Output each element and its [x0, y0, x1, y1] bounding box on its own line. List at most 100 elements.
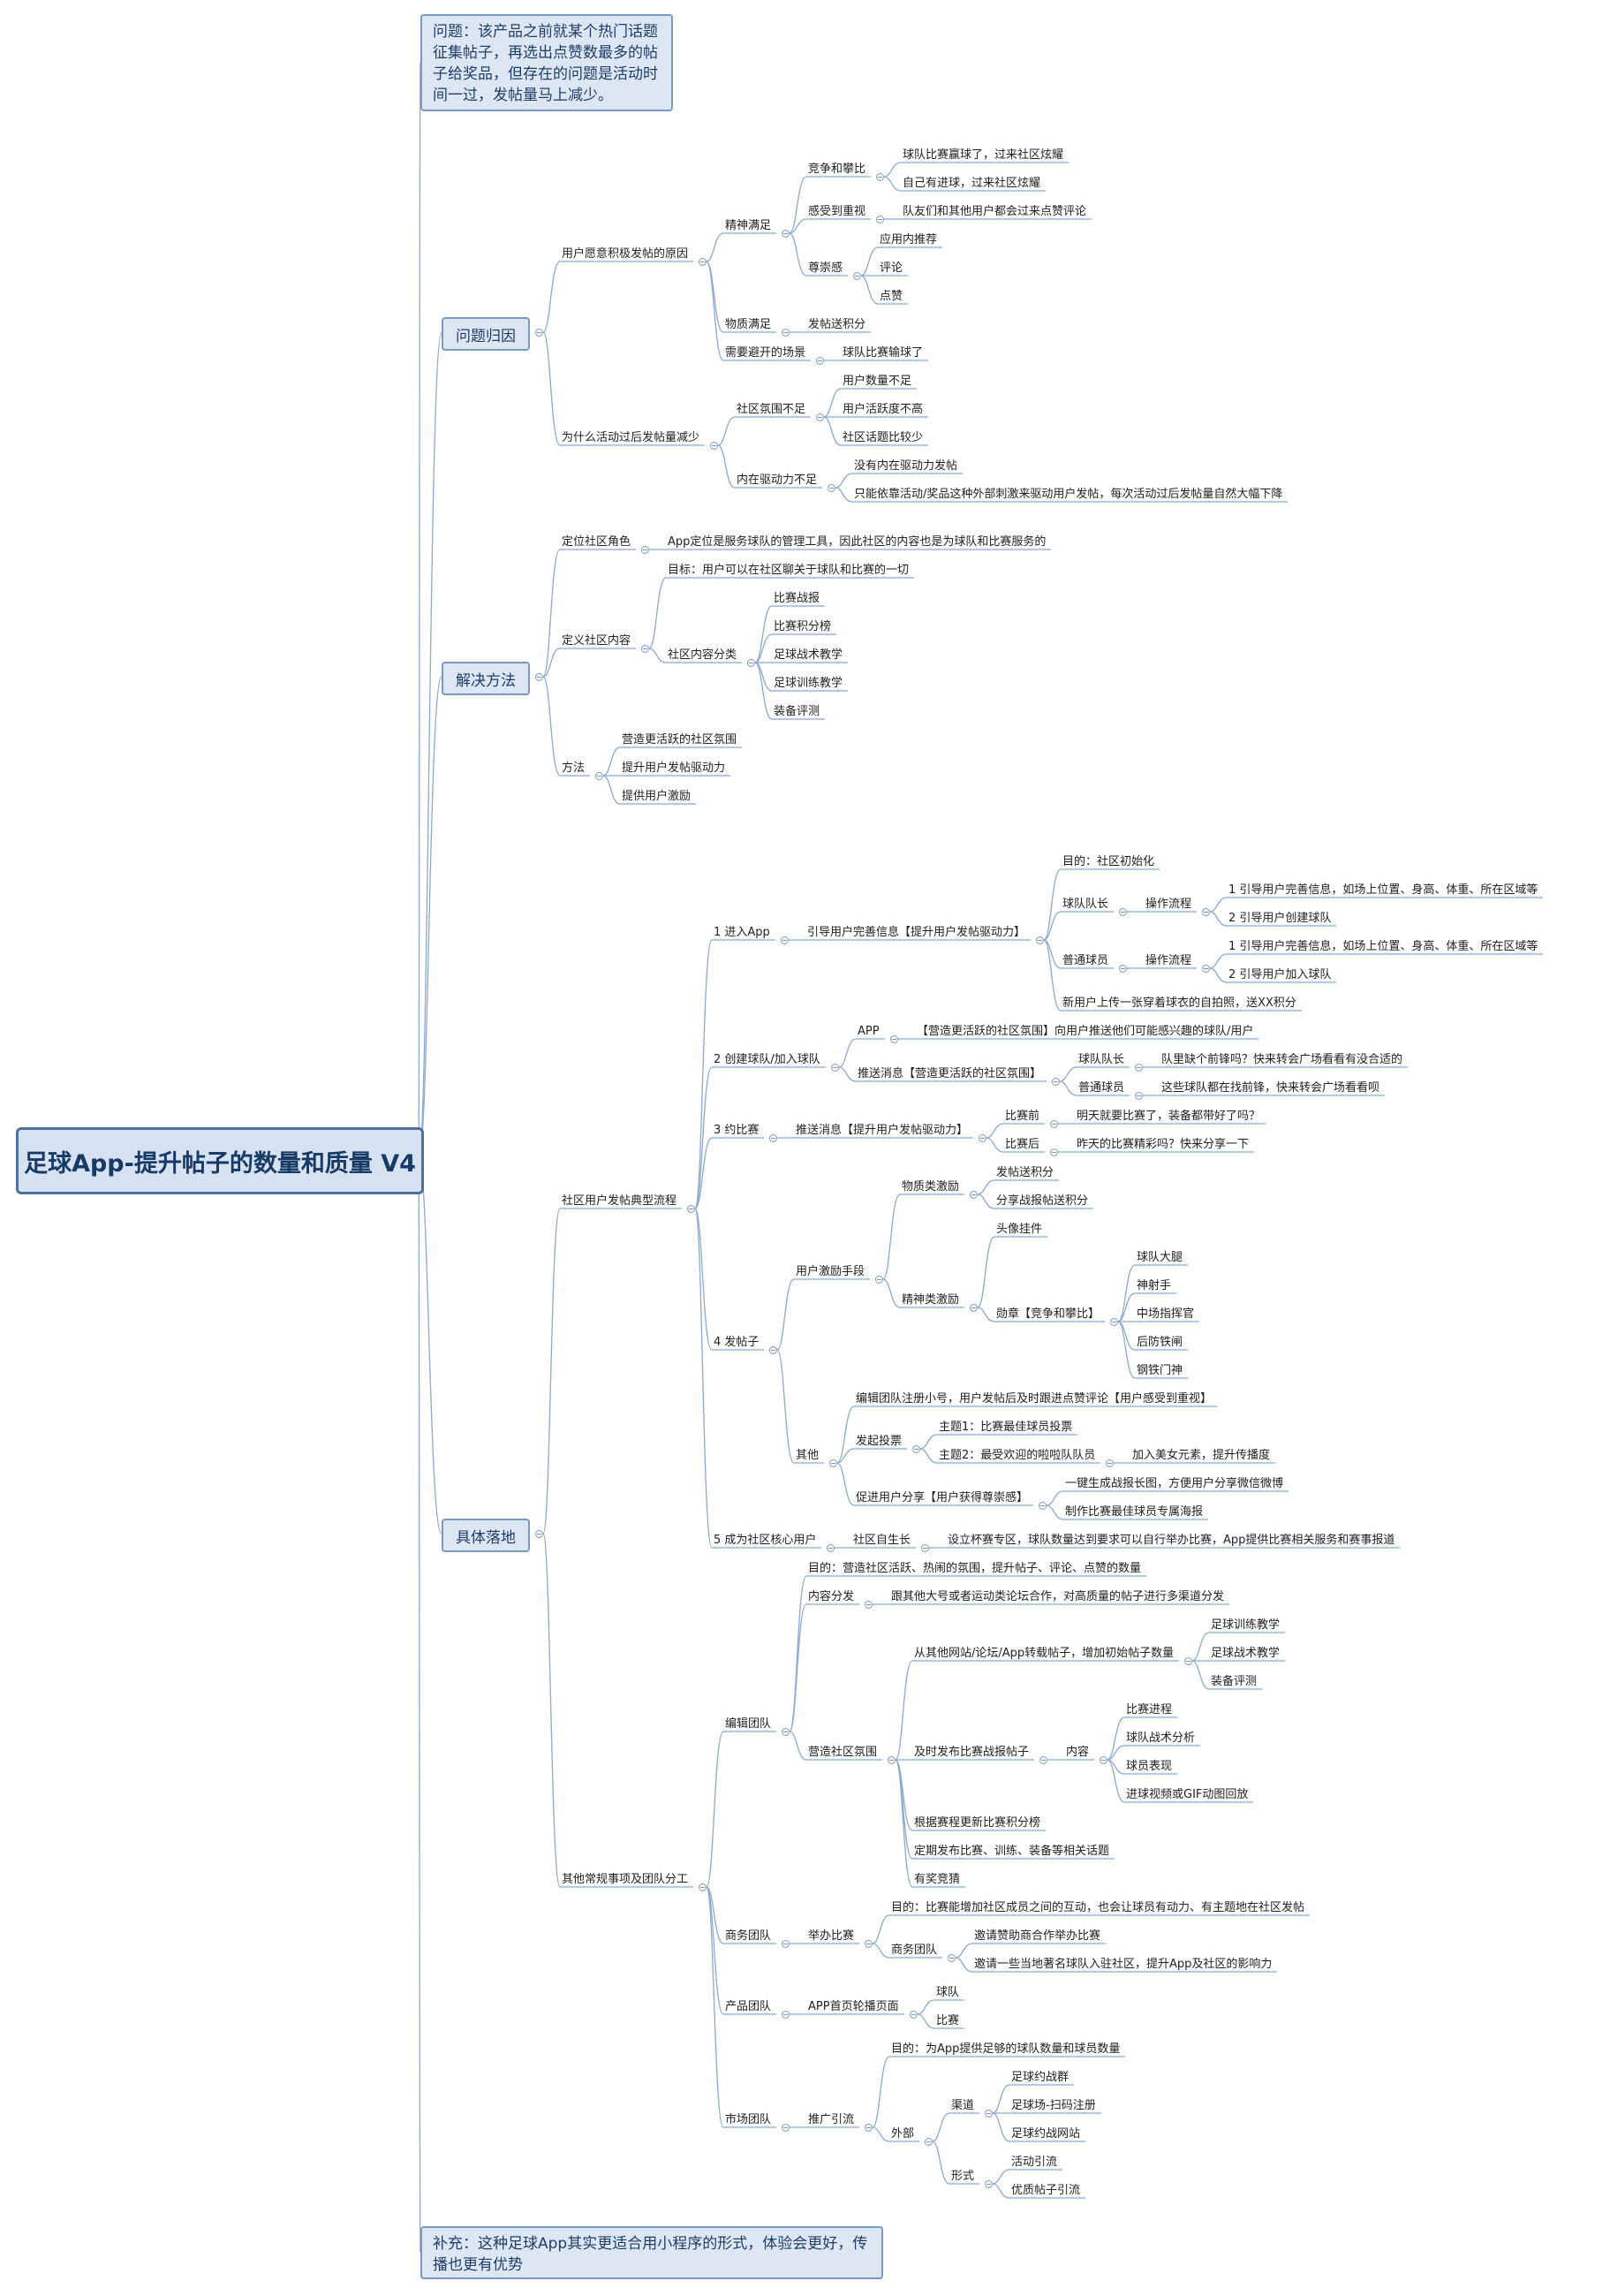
collapse-toggle-icon[interactable] — [970, 1304, 978, 1312]
topic-node[interactable]: 社区氛围不足 — [737, 403, 806, 416]
topic-node[interactable]: 感受到重视 — [808, 205, 866, 218]
topic-node[interactable]: 头像挂件 — [996, 1223, 1043, 1236]
main-topic-2[interactable]: 解决方法 — [442, 662, 530, 695]
collapse-toggle-icon[interactable] — [985, 2180, 993, 2188]
topic-node[interactable]: 提升用户发帖驱动力 — [622, 762, 726, 775]
topic-node[interactable]: 操作流程 — [1145, 954, 1192, 967]
topic-node[interactable]: 用户活跃度不高 — [843, 403, 924, 416]
collapse-toggle-icon[interactable] — [769, 1346, 777, 1354]
topic-node[interactable]: 编辑团队注册小号，用户发帖后及时跟进点赞评论【用户感受到重视】 — [856, 1392, 1213, 1406]
topic-node[interactable]: 营造更活跃的社区氛围 — [622, 733, 737, 746]
topic-node[interactable]: 1 引导用户完善信息，如场上位置、身高、体重、所在区域等 — [1228, 940, 1538, 953]
topic-node[interactable]: 内容分发 — [808, 1590, 855, 1603]
topic-node[interactable]: 精神满足 — [725, 219, 772, 232]
topic-node[interactable]: 足球约战网站 — [1011, 2127, 1081, 2141]
topic-node[interactable]: 发帖送积分 — [808, 318, 866, 331]
topic-node[interactable]: APP首页轮播页面 — [808, 2000, 899, 2013]
topic-node[interactable]: App定位是服务球队的管理工具，因此社区的内容也是为球队和比赛服务的 — [668, 535, 1047, 549]
topic-node[interactable]: 目的：社区初始化 — [1062, 855, 1155, 868]
topic-node[interactable]: 目标：用户可以在社区聊关于球队和比赛的一切 — [668, 564, 910, 577]
collapse-toggle-icon[interactable] — [890, 1035, 898, 1043]
topic-node[interactable]: 点赞 — [880, 290, 903, 303]
topic-node[interactable]: 促进用户分享【用户获得尊崇感】 — [856, 1491, 1029, 1504]
topic-node[interactable]: 社区内容分类 — [668, 648, 737, 662]
collapse-toggle-icon[interactable] — [876, 216, 884, 224]
topic-node[interactable]: 球队大腿 — [1137, 1251, 1183, 1264]
collapse-toggle-icon[interactable] — [641, 645, 649, 653]
topic-node[interactable]: 比赛后 — [1005, 1138, 1040, 1151]
note-top[interactable]: 问题：该产品之前就某个热门话题征集帖子，再选出点赞数最多的帖子给奖品，但存在的问… — [420, 14, 673, 111]
topic-node[interactable]: 用户数量不足 — [843, 375, 912, 388]
topic-node[interactable]: 用户愿意积极发帖的原因 — [562, 247, 689, 261]
collapse-toggle-icon[interactable] — [1039, 1756, 1047, 1764]
collapse-toggle-icon[interactable] — [1202, 965, 1210, 973]
topic-node[interactable]: APP — [858, 1025, 880, 1038]
topic-node[interactable]: 比赛前 — [1005, 1110, 1040, 1123]
topic-node[interactable]: 物质类激励 — [902, 1180, 960, 1193]
topic-node[interactable]: 比赛积分榜 — [774, 620, 832, 633]
topic-node[interactable]: 足球战术教学 — [1211, 1647, 1281, 1660]
topic-node[interactable]: 球队队长 — [1062, 898, 1109, 911]
collapse-toggle-icon[interactable] — [1184, 1657, 1192, 1665]
collapse-toggle-icon[interactable] — [925, 2138, 933, 2146]
topic-node[interactable]: 分享战报帖送积分 — [996, 1194, 1089, 1208]
collapse-toggle-icon[interactable] — [710, 442, 718, 450]
collapse-toggle-icon[interactable] — [782, 329, 790, 337]
topic-node[interactable]: 制作比赛最佳球员专属海报 — [1065, 1505, 1204, 1519]
topic-node[interactable]: 后防铁闸 — [1137, 1336, 1183, 1349]
collapse-toggle-icon[interactable] — [865, 1940, 873, 1948]
topic-node[interactable]: 进球视频或GIF动图回放 — [1126, 1788, 1249, 1801]
collapse-toggle-icon[interactable] — [699, 1883, 707, 1891]
topic-node[interactable]: 主题1：比赛最佳球员投票 — [939, 1421, 1073, 1434]
collapse-toggle-icon[interactable] — [1135, 1064, 1143, 1072]
topic-node[interactable]: 应用内推荐 — [880, 233, 938, 246]
collapse-toggle-icon[interactable] — [979, 1134, 986, 1142]
collapse-toggle-icon[interactable] — [782, 230, 790, 238]
topic-node[interactable]: 新用户上传一张穿着球衣的自拍照，送XX积分 — [1062, 996, 1296, 1010]
collapse-toggle-icon[interactable] — [912, 1445, 920, 1453]
collapse-toggle-icon[interactable] — [1119, 908, 1127, 916]
topic-node[interactable]: 从其他网站/论坛/App转载帖子，增加初始帖子数量 — [914, 1647, 1175, 1660]
collapse-toggle-icon[interactable] — [782, 1940, 790, 1948]
collapse-toggle-icon[interactable] — [1050, 1148, 1058, 1156]
topic-node[interactable]: 队友们和其他用户都会过来点赞评论 — [903, 205, 1087, 218]
topic-node[interactable]: 5 成为社区核心用户 — [714, 1534, 817, 1547]
topic-node[interactable]: 没有内在驱动力发帖 — [854, 459, 958, 473]
topic-node[interactable]: 目的：为App提供足够的球队数量和球员数量 — [891, 2042, 1121, 2056]
topic-node[interactable]: 比赛战报 — [774, 592, 820, 605]
topic-node[interactable]: 推送消息【营造更活跃的社区氛围】 — [858, 1067, 1042, 1080]
topic-node[interactable]: 足球约战群 — [1011, 2071, 1070, 2084]
collapse-toggle-icon[interactable] — [699, 258, 707, 266]
topic-node[interactable]: 发帖送积分 — [996, 1166, 1054, 1179]
topic-node[interactable]: 推广引流 — [808, 2113, 855, 2126]
topic-node[interactable]: 目的：营造社区活跃、热闹的氛围，提升帖子、评论、点赞的数量 — [808, 1562, 1142, 1575]
topic-node[interactable]: 根据赛程更新比赛积分榜 — [914, 1816, 1041, 1830]
topic-node[interactable]: 社区用户发帖典型流程 — [562, 1194, 677, 1208]
topic-node[interactable]: 邀请赞助商合作举办比赛 — [974, 1929, 1101, 1943]
root-topic[interactable]: 足球App-提升帖子的数量和质量 V4 — [16, 1127, 424, 1194]
topic-node[interactable]: 足球战术教学 — [774, 648, 843, 662]
topic-node[interactable]: 评论 — [880, 261, 903, 275]
collapse-toggle-icon[interactable] — [1106, 1459, 1114, 1467]
topic-node[interactable]: 自己有进球，过来社区炫耀 — [903, 177, 1041, 190]
main-topic-3[interactable]: 具体落地 — [442, 1519, 530, 1552]
collapse-toggle-icon[interactable] — [921, 1544, 929, 1552]
collapse-toggle-icon[interactable] — [829, 1459, 837, 1467]
topic-node[interactable]: 明天就要比赛了，装备都带好了吗？ — [1077, 1110, 1261, 1123]
topic-node[interactable]: 推送消息【提升用户发帖驱动力】 — [796, 1124, 969, 1137]
topic-node[interactable]: 其他常规事项及团队分工 — [562, 1873, 689, 1886]
topic-node[interactable]: 产品团队 — [725, 2000, 772, 2013]
topic-node[interactable]: 市场团队 — [725, 2113, 772, 2126]
topic-node[interactable]: 【营造更活跃的社区氛围】向用户推送他们可能感兴趣的球队/用户 — [917, 1025, 1254, 1038]
topic-node[interactable]: 4 发帖子 — [714, 1336, 760, 1349]
collapse-toggle-icon[interactable] — [535, 1530, 543, 1538]
collapse-toggle-icon[interactable] — [985, 2110, 993, 2118]
collapse-toggle-icon[interactable] — [865, 2124, 873, 2132]
topic-node[interactable]: 定位社区角色 — [562, 535, 631, 549]
topic-node[interactable]: 足球场-扫码注册 — [1011, 2099, 1096, 2112]
topic-node[interactable]: 球队战术分析 — [1126, 1731, 1196, 1745]
topic-node[interactable]: 足球训练教学 — [1211, 1618, 1281, 1632]
topic-node[interactable]: 商务团队 — [891, 1944, 938, 1957]
topic-node[interactable]: 其他 — [796, 1449, 820, 1462]
topic-node[interactable]: 装备评测 — [1211, 1675, 1258, 1688]
